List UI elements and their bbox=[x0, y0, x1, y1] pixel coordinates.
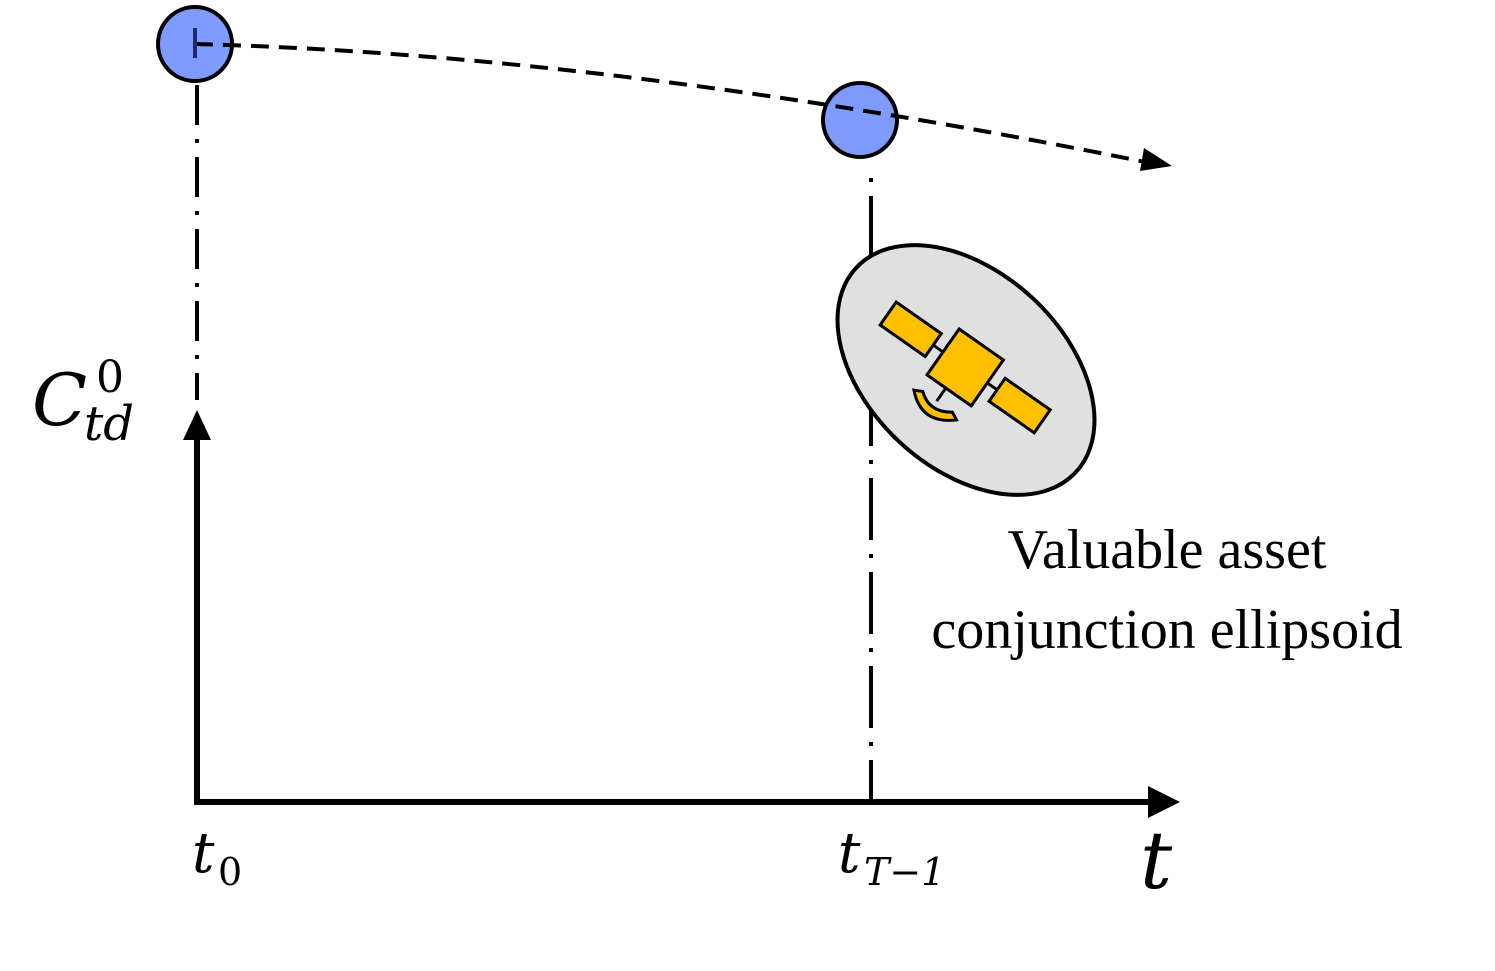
y-axis-arrowhead bbox=[183, 410, 211, 440]
debris-trajectory-arrowhead bbox=[1140, 148, 1172, 171]
tick-tT1-label: t T−1 bbox=[838, 821, 945, 894]
satellite-icon bbox=[878, 299, 1053, 435]
y-axis-label-sub: td bbox=[84, 396, 134, 452]
y-axis-label: C 0 td bbox=[32, 352, 134, 452]
tick-tT1-main: t bbox=[838, 821, 861, 886]
ellipsoid-caption-line1: Valuable asset bbox=[1008, 519, 1327, 581]
x-axis-arrowhead bbox=[1148, 786, 1180, 818]
debris-tT1 bbox=[821, 81, 899, 159]
tick-t0-label: t 0 bbox=[192, 821, 242, 894]
tick-tT1-sub: T−1 bbox=[864, 850, 945, 894]
tick-t0-main: t bbox=[192, 821, 215, 886]
debris-tT1-icon bbox=[821, 81, 899, 159]
debris-trajectory bbox=[194, 42, 1161, 167]
ellipsoid-caption-line2: conjunction ellipsoid bbox=[931, 599, 1402, 661]
tick-t0-sub: 0 bbox=[218, 850, 242, 894]
x-axis-label: t bbox=[1140, 814, 1173, 907]
y-axis-label-main: C bbox=[32, 358, 87, 442]
y-axis-label-sup: 0 bbox=[96, 352, 124, 403]
